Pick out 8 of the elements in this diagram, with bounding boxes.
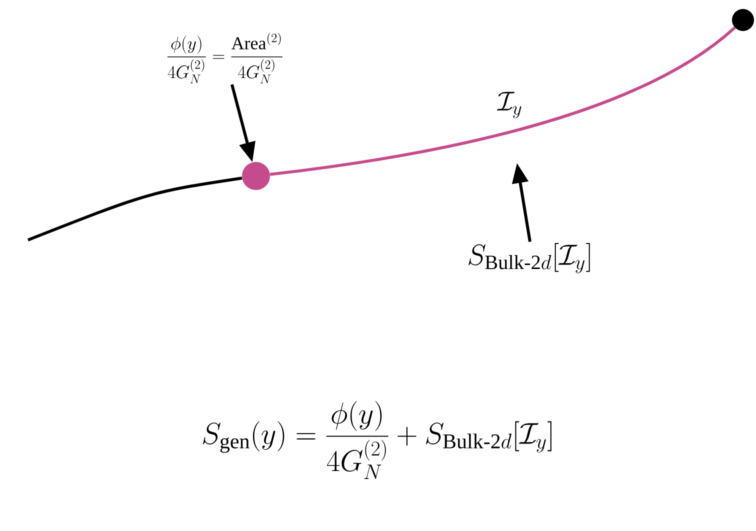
formula-label: $\frac{\phi(y)}{4G_N^{(2)}} = \frac{\mathrm{Area}^{(2)}}{4G_N^{(2)}}$ [168, 32, 282, 84]
point-dot [242, 162, 270, 190]
curve [270, 26, 736, 176]
bulk-entropy-label: $S_{\mathrm{Bulk\text{-}2}d}[\mathcal{I}_y]$ [468, 243, 590, 274]
point-dot [732, 9, 754, 31]
curve [27, 176, 242, 242]
edge-label: $\mathcal{I}_y$ [496, 90, 524, 120]
equation: $S_{\mathrm{gen}}(y) = \frac{\phi(y)}{4G_N^{(2)}} + S_{\mathrm{Bulk\text{-}2}d}[\mathcal{I}_y]$ [202, 400, 552, 480]
